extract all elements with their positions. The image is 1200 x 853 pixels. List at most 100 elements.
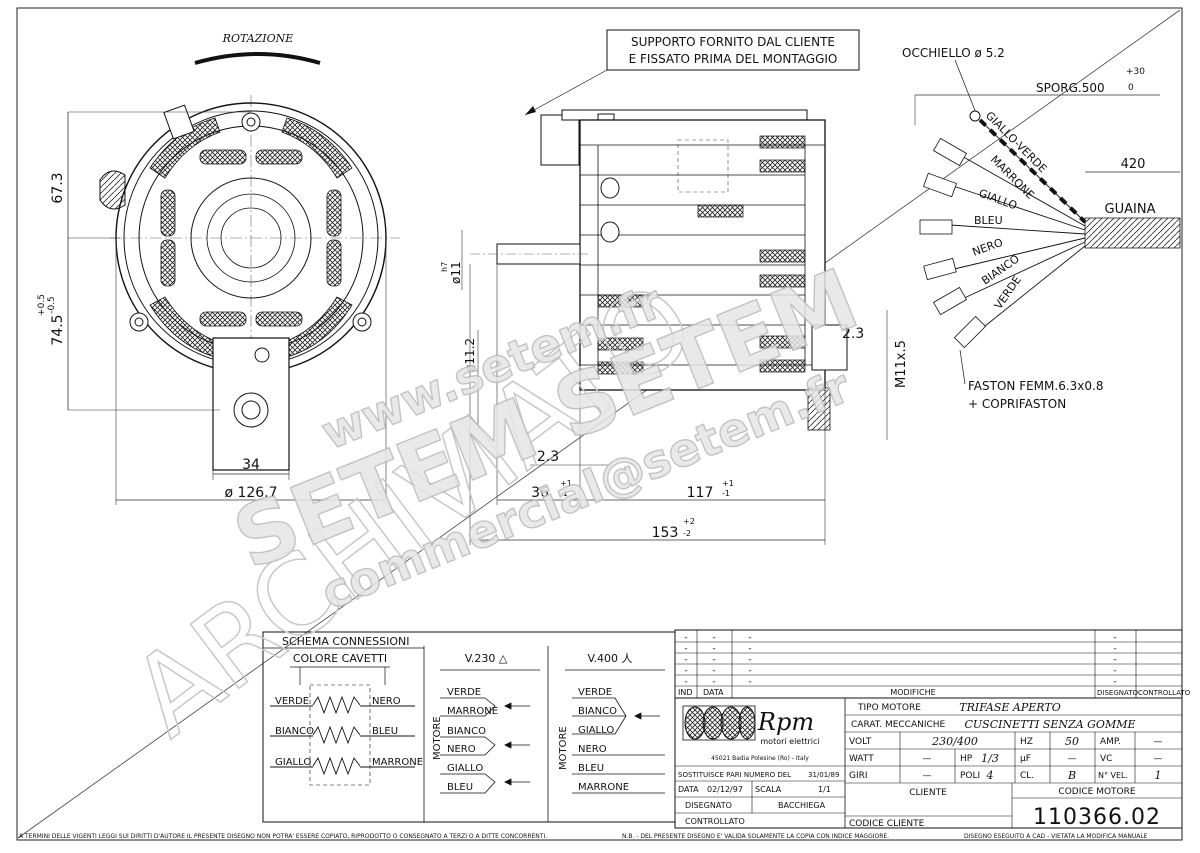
cl-label: CL. (1020, 771, 1034, 781)
dim-36-tol-minus: -1 (560, 489, 568, 498)
dim-2-3-bottom: 2.3 (537, 449, 559, 465)
v230-wire-5: GIALLO (447, 763, 483, 774)
poli-label: POLI (960, 771, 980, 781)
svg-text:-: - (748, 666, 751, 676)
svg-text:-: - (1113, 633, 1116, 643)
footer-right: DISEGNO ESEGUITO A CAD - VIETATA LA MODI… (964, 833, 1148, 840)
hp-value: 1/3 (981, 752, 999, 765)
side-view: SUPPORTO FORNITO DAL CLIENTE E FISSATO P… (440, 29, 909, 545)
company-address: 45021 Badia Polesine (Ro) - Italy (711, 755, 809, 762)
dim-126-7: ø 126.7 (224, 485, 277, 501)
sheet-frame (16, 7, 1183, 841)
overhang-label: SPORG.500 (1036, 81, 1105, 95)
dim-74-5-tol-minus: -0.5 (47, 296, 57, 314)
v230-wire-1: VERDE (447, 687, 481, 698)
vel-value: 1 (1155, 769, 1162, 782)
cliente-label: CLIENTE (909, 788, 947, 798)
watermark: ARCHIVIATO www.setem.fr SETEM SETEM comm… (108, 249, 872, 761)
svg-text:-: - (1113, 677, 1116, 687)
v230-wire-4: NERO (447, 744, 476, 755)
footer-mid: N.B. - DEL PRESENTE DISEGNO E' VALIDA SO… (622, 833, 889, 840)
volt-label: VOLT (849, 737, 872, 747)
rev-head-disegnato: DISEGNATO (1097, 689, 1139, 697)
svg-text:-: - (1113, 666, 1116, 676)
svg-text:-: - (712, 633, 715, 643)
giri-value: — (923, 771, 932, 781)
carat-label: CARAT. MECCANICHE (851, 720, 946, 730)
rev-head-data: DATA (703, 688, 724, 697)
rotation-arrow-icon (194, 52, 321, 65)
dim-h7: h7 (440, 262, 449, 272)
svg-text:-: - (1113, 655, 1116, 665)
v400-wire-5: BLEU (578, 763, 604, 774)
faston-label-line1: FASTON FEMM.6.3x0.8 (968, 379, 1103, 393)
title-block: Rpm motori elettrici 45021 Badia Polesin… (674, 697, 1183, 830)
uf-value: — (1068, 754, 1077, 764)
schema-pair-3-left: GIALLO (275, 757, 311, 768)
poli-value: 4 (986, 769, 994, 782)
rev-head-controllato: CONTROLLATO (1138, 689, 1191, 697)
codice-motore-label: CODICE MOTORE (1058, 787, 1135, 797)
dim-117-tol-plus: +1 (722, 479, 734, 488)
tipo-value: TRIFASE APERTO (959, 701, 1060, 714)
footer: A TERMINI DELLE VIGENTI LEGGI SUI DIRITT… (19, 833, 1148, 840)
codice-motore-value: 110366.02 (1033, 805, 1161, 830)
svg-text:-: - (712, 655, 715, 665)
schema-pair-2-left: BIANCO (275, 726, 314, 737)
v400-wire-4: NERO (578, 744, 607, 755)
schema-title: SCHEMA CONNESSIONI (282, 635, 409, 648)
dim-36: 36 (531, 485, 549, 501)
svg-text:-: - (748, 655, 751, 665)
codice-cliente-label: CODICE CLIENTE (849, 819, 925, 829)
svg-text:-: - (748, 677, 751, 687)
dim-2-3-right: 2.3 (842, 326, 864, 342)
sheath-label: GUAINA (1105, 202, 1156, 217)
faston-label-line2: + COPRIFASTON (968, 397, 1066, 411)
disegnato-value: BACCHIEGA (778, 801, 826, 810)
sost-label: SOSTITUISCE PARI NUMERO DEL (678, 771, 791, 779)
wire-label-giallo: GIALLO (977, 187, 1019, 213)
svg-text:-: - (684, 644, 687, 654)
hz-label: HZ (1020, 737, 1033, 747)
data-label: DATA (678, 785, 699, 794)
schema-pair-2-right: BLEU (372, 726, 398, 737)
carat-value: CUSCINETTI SENZA GOMME (965, 718, 1136, 731)
schema-pair-3-right: MARRONE (372, 757, 423, 768)
svg-text:-: - (712, 677, 715, 687)
dim-d11: ø11 (449, 261, 463, 284)
amp-label: AMP. (1100, 737, 1121, 747)
rev-head-ind: IND (678, 688, 693, 697)
v400-wire-3: GIALLO (578, 725, 614, 736)
watt-label: WATT (849, 754, 874, 764)
data-value: 02/12/97 (707, 785, 743, 794)
v400-wire-2: BIANCO (578, 706, 617, 717)
dim-153-tol-minus: -2 (683, 529, 691, 538)
company-logo: Rpm motori elettrici 45021 Badia Polesin… (682, 705, 820, 762)
svg-text:-: - (684, 655, 687, 665)
schema-motore-400: MOTORE (558, 726, 569, 770)
scala-label: SCALA (755, 785, 782, 794)
vel-label: N° VEL. (1098, 771, 1128, 780)
v230-wire-6: BLEU (447, 782, 473, 793)
schema-pair-1-left: VERDE (275, 696, 309, 707)
wire-label-bleu: BLEU (974, 214, 1003, 227)
svg-text:-: - (1113, 644, 1116, 654)
connection-schema: SCHEMA CONNESSIONI COLORE CAVETTI VERDE … (262, 631, 676, 823)
wire-label-nero: NERO (971, 236, 1005, 259)
v400-wire-6: MARRONE (578, 782, 629, 793)
controllato-label: CONTROLLATO (685, 817, 745, 826)
svg-text:-: - (684, 633, 687, 643)
revision-rows: ---- ---- ---- ---- ---- (684, 633, 1116, 687)
dim-67-3: 67.3 (50, 172, 66, 203)
amp-value: — (1154, 737, 1163, 747)
schema-colore: COLORE CAVETTI (293, 652, 387, 665)
disegnato-label: DISEGNATO (685, 801, 732, 810)
dim-74-5: 74.5 (50, 314, 66, 345)
schema-v400: V.400 人 (587, 652, 632, 665)
company-name: Rpm (757, 708, 814, 736)
volt-value: 230/400 (931, 735, 978, 748)
svg-text:-: - (748, 644, 751, 654)
scala-value: 1/1 (818, 785, 831, 794)
